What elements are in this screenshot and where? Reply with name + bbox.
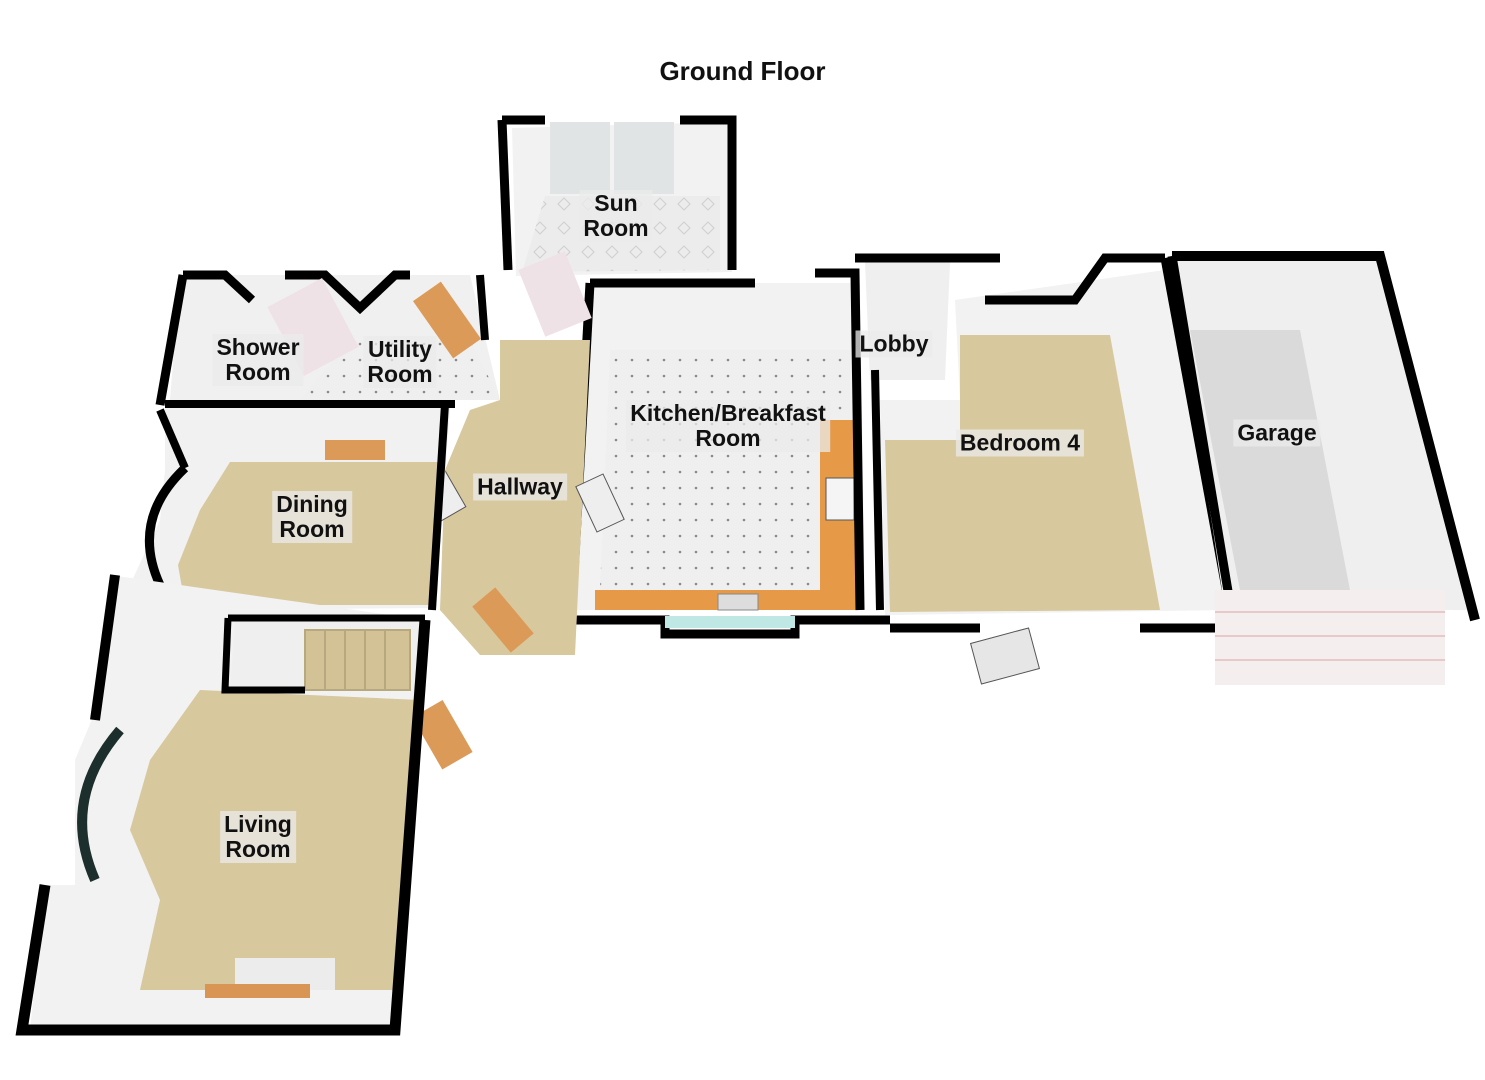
living-room [15, 574, 473, 1036]
stairs [304, 629, 411, 691]
room-label-hallway: Hallway [473, 473, 567, 501]
floor-title: Ground Floor [659, 56, 826, 86]
garage [1167, 251, 1480, 685]
kitchen [545, 268, 890, 639]
room-label-lobby: Lobby [855, 330, 933, 358]
shower-utility [155, 270, 500, 408]
room-label-bedroom-4: Bedroom 4 [955, 429, 1085, 457]
garage-door [1215, 590, 1445, 685]
room-label-garage: Garage [1233, 419, 1321, 447]
